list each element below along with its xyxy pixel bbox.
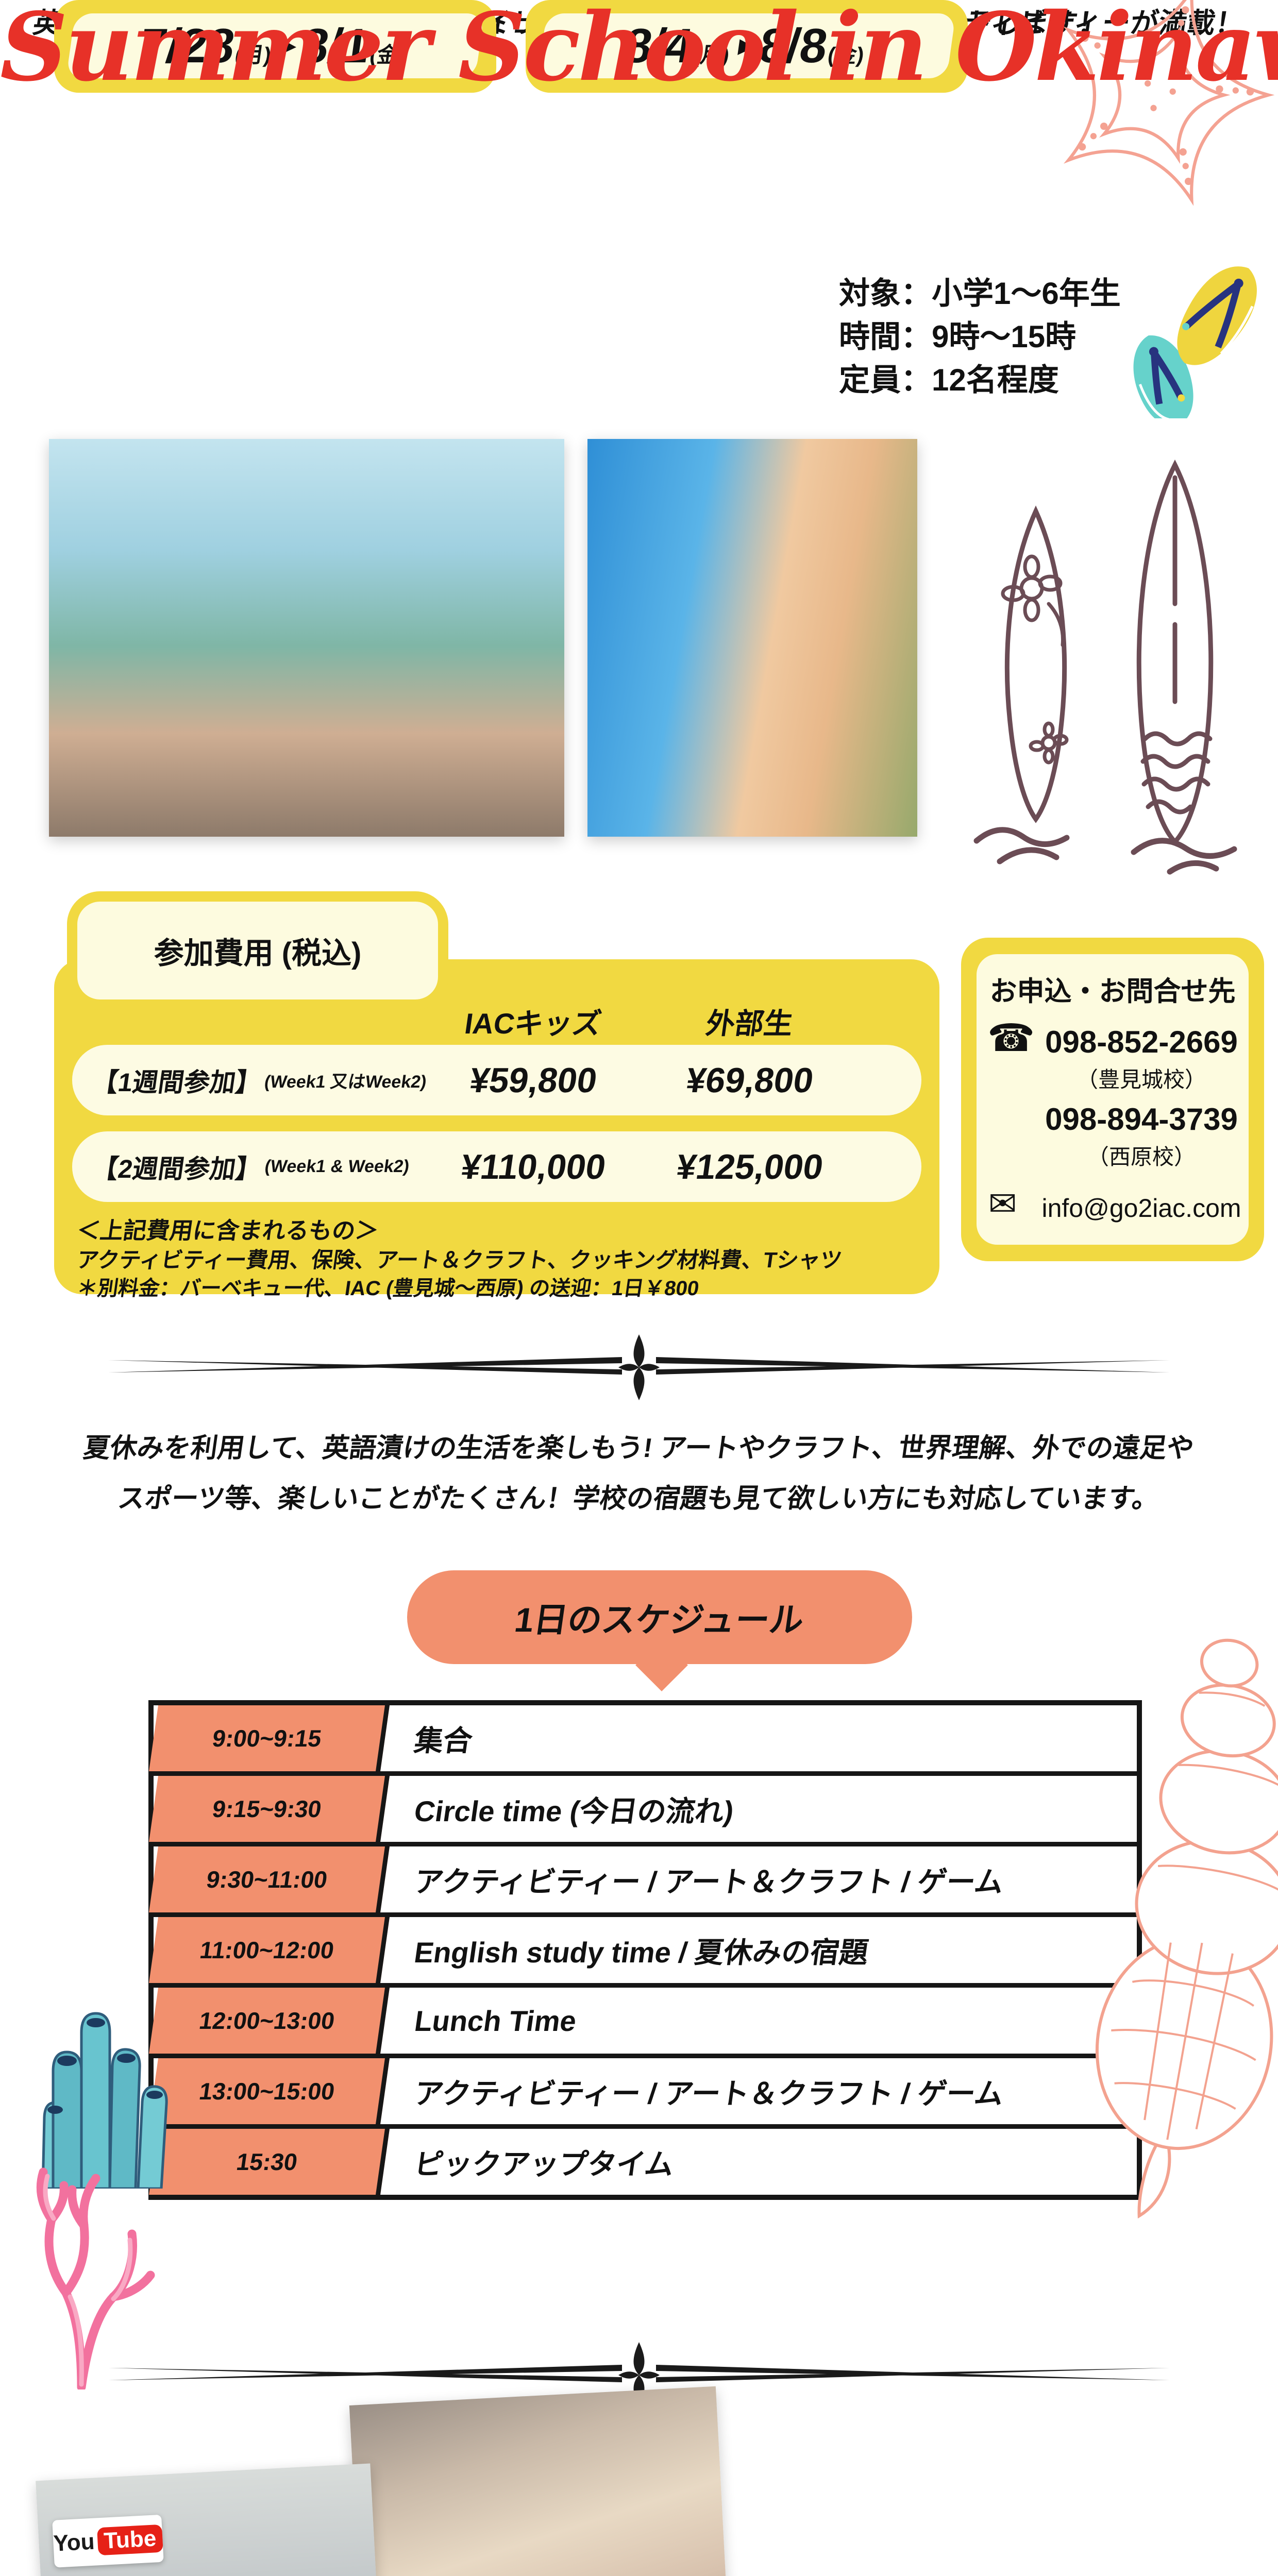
schedule-activity: アクティビティー / アート＆クラフト / ゲーム [412, 1865, 1006, 1898]
schedule-row: 15:30 ピックアップタイム [149, 2129, 1137, 2195]
schedule-activity: ピックアップタイム [412, 2147, 676, 2180]
contact-card [961, 938, 1264, 1261]
schedule-time: 15:30 [149, 2129, 390, 2195]
youtube-logo-you: You [53, 2529, 95, 2556]
week1-card: 7/28 (月) ▶ 8/1 (金) [54, 0, 496, 93]
schedule-row: 12:00~13:00 Lunch Time [149, 1988, 1137, 2058]
phone-number-1: 098-852-2669 [1045, 1025, 1238, 1059]
page-title: Summer School in Okinawa [0, 0, 1278, 102]
pricing-row1-external-price: ¥69,800 [683, 1061, 816, 1100]
photo-interview: You Tube [36, 2463, 388, 2576]
week2-card: 8/4 (月) ▶ 8/8 (金) [526, 0, 968, 93]
pricing-row1-iac-price: ¥59,800 [467, 1061, 600, 1100]
pricing-col-header-external: 外部生 [704, 1007, 795, 1040]
mid-text-line-1: 夏休みを利用して、英語漬けの生活を楽しもう! アートやクラフト、世界理解、外での… [81, 1433, 1196, 1463]
surfboards-icon [973, 459, 1237, 875]
schedule-time: 11:00~12:00 [149, 1917, 390, 1983]
schedule-row: 9:30~11:00 アクティビティー / アート＆クラフト / ゲーム [149, 1846, 1137, 1917]
schedule-time: 13:00~15:00 [149, 2058, 390, 2124]
pricing-row2-label: 【2週間参加】 [90, 1154, 264, 1183]
pink-coral-icon [36, 2167, 155, 2389]
phone-2-school-note: （西原校） [1087, 1145, 1196, 1169]
pricing-included-title: ＜上記費用に含まれるもの＞ [75, 1217, 381, 1244]
pricing-row1-label: 【1週間参加】 [90, 1067, 264, 1097]
youtube-logo-tube: Tube [97, 2524, 163, 2556]
photo-nagashi-somen [349, 2386, 729, 2576]
contact-title: お申込・お問合せ先 [989, 976, 1236, 1007]
schedule-time: 12:00~13:00 [149, 1988, 390, 2054]
schedule-activity: English study time / 夏休みの宿題 [412, 1936, 871, 1969]
schedule-activity: アクティビティー / アート＆クラフト / ゲーム [412, 2077, 1006, 2110]
divider-ornament [108, 2342, 1170, 2408]
flipflops-icon [1133, 266, 1257, 418]
schedule-time: 9:30~11:00 [149, 1846, 390, 1912]
pricing-row-2weeks: 【2週間参加】 (Week1 & Week2) [72, 1131, 921, 1202]
schedule-title-pill: 1日のスケジュール [407, 1570, 912, 1664]
seashell-icon [1095, 1638, 1278, 2219]
details-time: 時間：9時～15時 [839, 319, 1077, 354]
pricing-col-header-iac: IACキッズ [462, 1007, 604, 1040]
schedule-title: 1日のスケジュール [512, 1601, 806, 1639]
pricing-row2-iac-price: ¥110,000 [458, 1147, 609, 1187]
contact-card-inner [977, 954, 1249, 1245]
schedule-row: 11:00~12:00 English study time / 夏休みの宿題 [149, 1917, 1137, 1988]
pricing-row2-note: (Week1 & Week2) [263, 1157, 411, 1176]
schedule-time: 9:15~9:30 [149, 1776, 390, 1842]
email-address: info@go2iac.com [1041, 1194, 1241, 1223]
pricing-row1-note: (Week1 又はWeek2) [263, 1072, 428, 1092]
pricing-row2-external-price: ¥125,000 [674, 1147, 826, 1187]
schedule-activity: 集合 [412, 1724, 475, 1757]
schedule-time: 9:00~9:15 [149, 1705, 390, 1771]
photo-group-selfie [49, 439, 564, 837]
mid-text-line-2: スポーツ等、楽しいことがたくさん！学校の宿題も見て欲しい方にも対応しています。 [116, 1484, 1162, 1514]
schedule-activity: Circle time (今日の流れ) [412, 1794, 736, 1827]
schedule-activity: Lunch Time [412, 2004, 579, 2037]
starfish-icon [1063, 0, 1275, 206]
schedule-row: 9:00~9:15 集合 [149, 1705, 1137, 1776]
phone-number-2: 098-894-3739 [1045, 1102, 1238, 1137]
schedule-row: 9:15~9:30 Circle time (今日の流れ) [149, 1776, 1137, 1846]
pricing-extra-fee-note: ＊別料金：バーベキュー代、IAC (豊見城～西原) の送迎：1日￥800 [75, 1277, 701, 1300]
divider-ornament [108, 1334, 1170, 1400]
sponge-coral-icon [41, 2012, 168, 2189]
program-details: 対象：小学1～6年生 時間：9時～15時 定員：12名程度 [839, 272, 1121, 402]
mail-icon: ✉ [988, 1184, 1017, 1223]
schedule-table: 9:00~9:15 集合 9:15~9:30 Circle time (今日の流… [148, 1700, 1142, 2200]
pricing-row-1week: 【1週間参加】 (Week1 又はWeek2) [72, 1045, 921, 1115]
pricing-included-items: アクティビティー費用、保険、アート＆クラフト、クッキング材料費、Tシャツ [75, 1248, 844, 1272]
details-target: 対象：小学1～6年生 [839, 276, 1121, 311]
schedule-row: 13:00~15:00 アクティビティー / アート＆クラフト / ゲーム [149, 2058, 1137, 2129]
phone-icon: ☎ [987, 1016, 1035, 1059]
youtube-logo: You Tube [52, 2514, 164, 2568]
pricing-tab: 参加費用 (税込) [67, 891, 448, 1010]
phone-1-school-note: （豊見城校） [1076, 1067, 1206, 1092]
details-capacity: 定員：12名程度 [839, 363, 1059, 397]
photo-boy-seashell [587, 439, 917, 837]
pricing-box [54, 959, 939, 1294]
